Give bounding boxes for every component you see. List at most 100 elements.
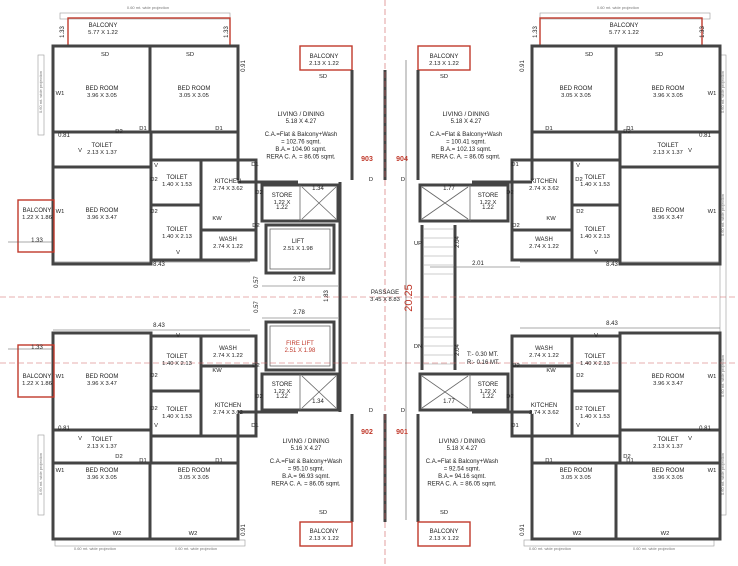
room-dimensions: 3.96 X 3.05	[87, 475, 117, 481]
room-dimensions: 3.96 X 3.47	[653, 381, 683, 387]
room-dimensions: 2.74 X 3.62	[213, 410, 243, 416]
room-name: LIFT	[292, 239, 305, 245]
flat-room-dimensions: 5.18 X 4.27	[451, 119, 482, 125]
dimension-value: 0.81	[699, 133, 711, 139]
opening-label: D2	[150, 373, 157, 379]
room-name: TOILET	[658, 437, 679, 443]
room-dimensions: 1.40 X 1.53	[162, 182, 192, 188]
opening-label: W1	[708, 374, 717, 380]
opening-label: W1	[708, 468, 717, 474]
total-height-dimension: 20.25	[403, 284, 415, 312]
opening-label: D1	[626, 126, 633, 132]
room-dimensions: 2.13 X 1.37	[653, 150, 683, 156]
opening-label: D	[401, 408, 405, 414]
dimension-value: 1.22	[276, 394, 288, 400]
projection-note: 0.60 mt. wide projection	[38, 453, 43, 495]
opening-label: V	[154, 163, 158, 169]
opening-label: D2	[255, 190, 262, 196]
dimension-value: 1.33	[700, 26, 706, 38]
dimension-value: 1.22	[276, 205, 288, 211]
room-name: BALCONY	[89, 23, 118, 29]
room-dimensions: 3.05 X 3.05	[561, 93, 591, 99]
room-name: BED ROOM	[652, 208, 685, 214]
room-name: TOILET	[92, 143, 113, 149]
room-name: BALCONY	[310, 54, 339, 60]
opening-label: D2	[506, 394, 513, 400]
flat-number: 902	[361, 429, 373, 436]
room-dimensions: 3.96 X 3.05	[653, 475, 683, 481]
opening-label: V	[594, 250, 598, 256]
room-name: BED ROOM	[178, 86, 211, 92]
opening-label: W1	[56, 468, 65, 474]
room-name: BED ROOM	[560, 86, 593, 92]
dimension-value: 1.77	[443, 186, 455, 192]
opening-label: W1	[708, 91, 717, 97]
flat-room-dimensions: 5.16 X 4.27	[291, 446, 322, 452]
flat-room-name: LIVING / DINING	[282, 438, 329, 445]
opening-label: KW	[546, 216, 556, 222]
room-name: BED ROOM	[560, 468, 593, 474]
flat-room-name: LIVING / DINING	[442, 111, 489, 118]
opening-label: KW	[212, 216, 222, 222]
dimension-value: 8.43	[606, 321, 618, 327]
room-name: BED ROOM	[86, 86, 119, 92]
room-dimensions: 1.22 X	[274, 200, 291, 206]
room-dimensions: 1.40 X 2.13	[580, 361, 610, 367]
projection-note: 0.60 mt. wide projection	[633, 546, 675, 551]
flat-area-line: B.A.= 102.13 sqmt.	[440, 147, 492, 153]
opening-label: D2	[512, 363, 519, 369]
opening-label: V	[576, 423, 580, 429]
room-name: KITCHEN	[531, 403, 557, 409]
room-name: TOILET	[585, 227, 606, 233]
opening-label: D1	[251, 162, 258, 168]
flat-area-line: B.A.= 104.90 sqmt.	[275, 147, 327, 153]
dimension-value: 2.78	[293, 277, 305, 283]
opening-label: D2	[623, 454, 630, 460]
room-dimensions: 2.13 X 1.37	[653, 444, 683, 450]
flat-number: 903	[361, 156, 373, 163]
opening-label: W2	[573, 531, 582, 537]
opening-label: D1	[215, 126, 222, 132]
fire-lift-title: FIRE LIFT	[286, 341, 314, 347]
dimension-value: 0.57	[254, 301, 260, 313]
room-name: BED ROOM	[86, 374, 119, 380]
opening-label: V	[688, 148, 692, 154]
opening-label: SD	[186, 52, 194, 58]
room-dimensions: 2.13 X 1.22	[309, 536, 339, 542]
room-name: BED ROOM	[652, 86, 685, 92]
room-dimensions: 1.22 X 1.86	[22, 381, 52, 387]
room-dimensions: 2.13 X 1.37	[87, 444, 117, 450]
dimension-value: 1.22	[482, 205, 494, 211]
room-name: TOILET	[585, 354, 606, 360]
room-dimensions: 2.13 X 1.22	[429, 536, 459, 542]
dimension-value: 1.33	[60, 26, 66, 38]
room-dimensions: 3.96 X 3.05	[653, 93, 683, 99]
room-dimensions: 2.74 X 1.22	[529, 244, 559, 250]
opening-label: V	[576, 163, 580, 169]
opening-label: D	[369, 408, 373, 414]
opening-label: V	[688, 436, 692, 442]
room-name: TOILET	[585, 175, 606, 181]
room-dimensions: 2.13 X 1.37	[87, 150, 117, 156]
flat-room-name: LIVING / DINING	[277, 111, 324, 118]
opening-label: V	[78, 148, 82, 154]
room-dimensions: 1.40 X 1.53	[580, 414, 610, 420]
flat-area-line: RERA C. A. = 86.05 sqmt.	[427, 482, 497, 488]
flat-area-line: C.A.=Flat & Balcony+Wash	[270, 459, 342, 465]
opening-label: KW	[546, 368, 556, 374]
flat-room-dimensions: 5.18 X 4.27	[447, 446, 478, 452]
room-name: STORE	[272, 382, 293, 388]
room-dimensions: 3.96 X 3.47	[87, 381, 117, 387]
dimension-value: 1.33	[533, 26, 539, 38]
opening-label: D2	[255, 394, 262, 400]
room-dimensions: 2.74 X 3.62	[213, 186, 243, 192]
room-name: TOILET	[167, 354, 188, 360]
opening-label: D2	[576, 209, 583, 215]
opening-label: W2	[113, 531, 122, 537]
opening-label: W2	[661, 531, 670, 537]
dimension-value: 0.81	[58, 133, 70, 139]
room-dimensions: 2.13 X 1.22	[309, 61, 339, 67]
